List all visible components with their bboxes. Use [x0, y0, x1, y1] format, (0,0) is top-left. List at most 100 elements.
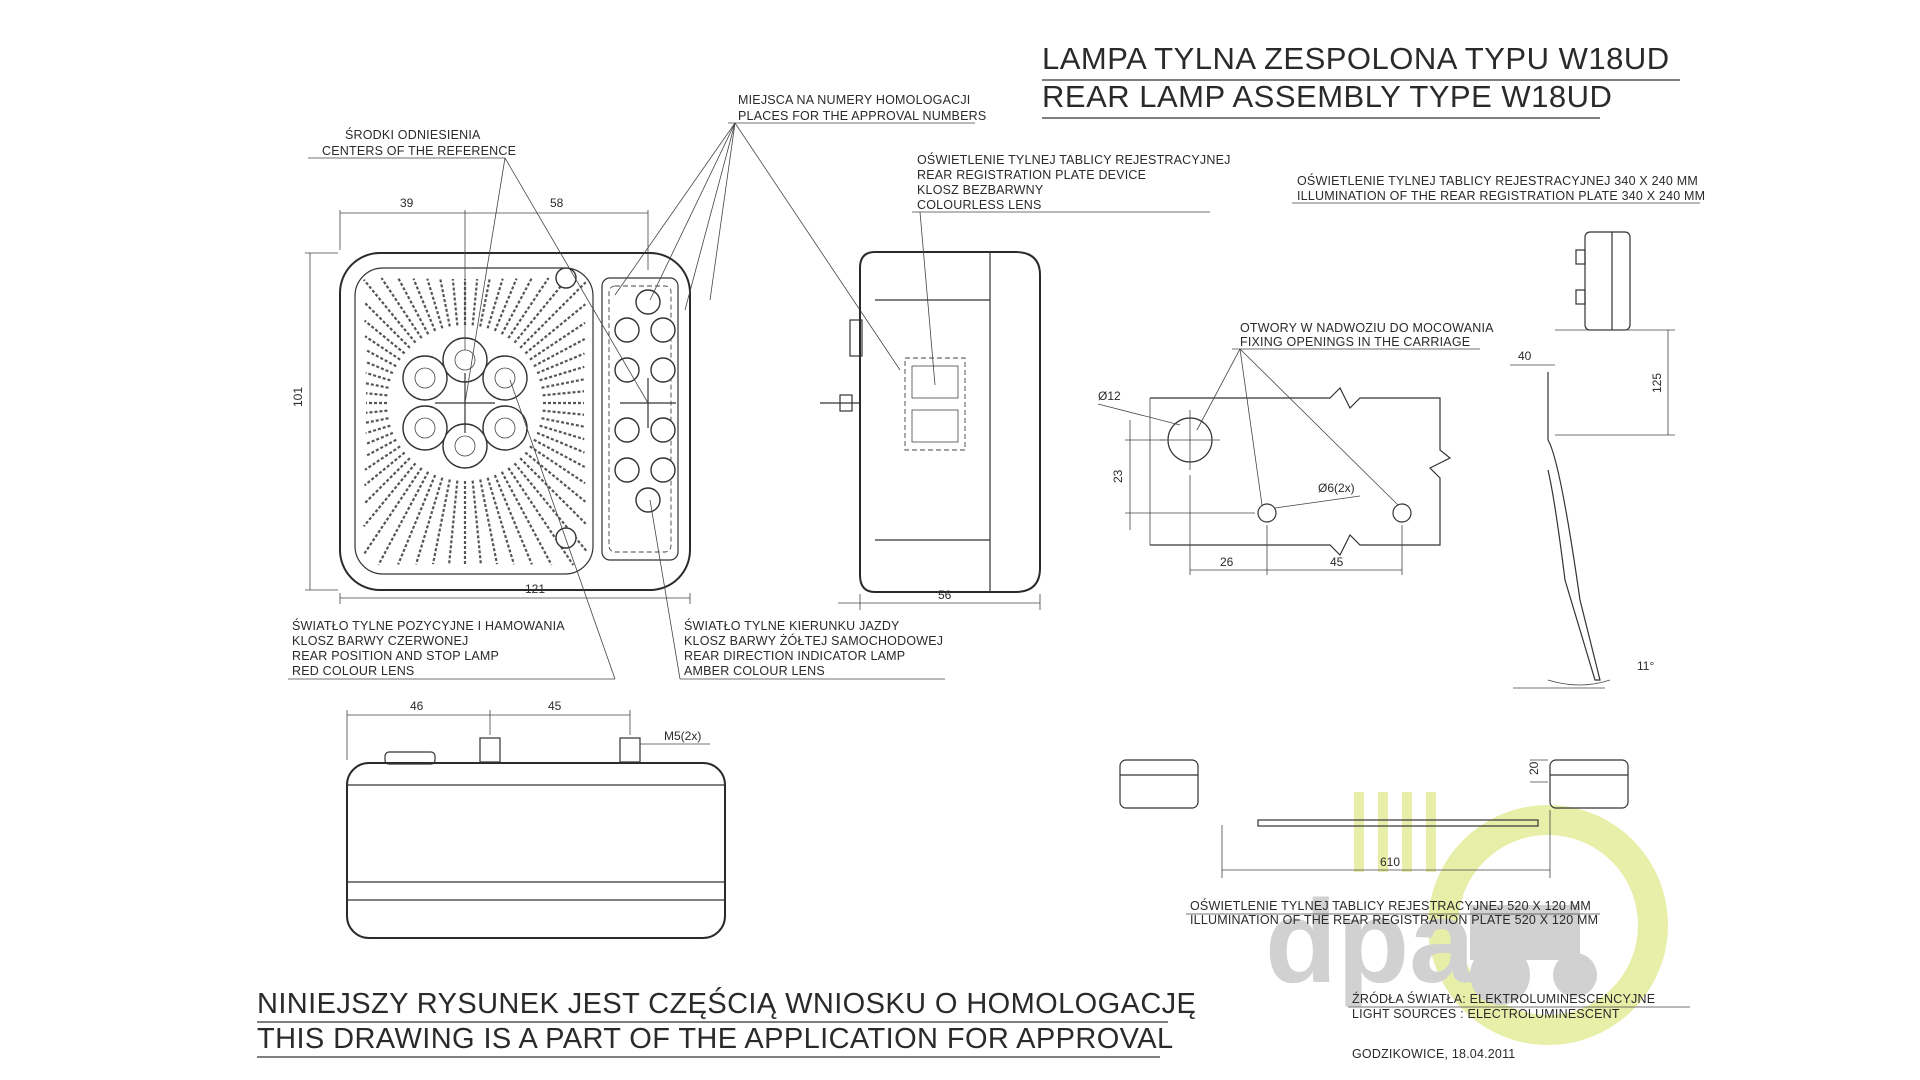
lamp-bottom-view: 46 45 M5(2x) — [346, 699, 726, 939]
position-lamp-label: ŚWIATŁO TYLNE POZYCYJNE I HAMOWANIA KLOS… — [288, 379, 616, 680]
lens-rib — [377, 471, 430, 566]
reference-label: ŚRODKI ODNIESIENIA CENTERS OF THE REFERE… — [308, 127, 649, 404]
lens-rib — [451, 278, 459, 326]
hole-phi6-left — [1257, 503, 1277, 523]
bolt-right-icon — [619, 737, 641, 763]
dim-phi12: Ø12 — [1098, 389, 1121, 403]
plate-device-label-4: COLOURLESS LENS — [917, 198, 1042, 212]
dim-23: 23 — [1111, 469, 1125, 483]
red-lens-ribs — [362, 276, 588, 566]
dim-45-fixing: 45 — [1330, 555, 1344, 569]
lens-rib — [500, 471, 553, 566]
side-housing-outline — [859, 251, 1041, 593]
lamp-front-view — [339, 252, 691, 591]
lens-rib — [541, 378, 585, 389]
lens-rib — [439, 278, 451, 327]
plate340-label-pl: OŚWIETLENIE TYLNEJ TABLICY REJESTRACYJNE… — [1297, 173, 1698, 188]
lens-rib — [536, 431, 585, 454]
side-clip — [849, 319, 863, 357]
lens-rib — [380, 277, 423, 339]
dim-46: 46 — [410, 699, 424, 713]
plate-device-window — [904, 357, 966, 451]
lens-rib — [486, 278, 504, 329]
lens-rib — [471, 480, 482, 565]
direction-lamp-label: ŚWIATŁO TYLNE KIERUNKU JAZDY KLOSZ BARWY… — [649, 499, 945, 680]
lens-rib — [364, 438, 397, 458]
lens-rib — [542, 390, 585, 397]
dim-40: 40 — [1518, 349, 1532, 363]
dim-125: 125 — [1650, 373, 1664, 393]
footer-block: NINIEJSZY RYSUNEK JEST CZĘŚCIĄ WNIOSKU O… — [257, 986, 1196, 1058]
carriage-panel-outline — [1150, 386, 1452, 557]
lens-rib — [362, 278, 417, 344]
dim-101: 101 — [291, 387, 305, 407]
fixing-openings-view: 26 45 23 Ø12 Ø6(2x) OTWORY W NADWOZIU DO… — [1097, 321, 1494, 575]
plate340-lamp — [1584, 231, 1631, 331]
position-label-2: KLOSZ BARWY CZERWONEJ — [292, 634, 468, 648]
footer-polish: NINIEJSZY RYSUNEK JEST CZĘŚCIĄ WNIOSKU O… — [257, 986, 1196, 1020]
lens-rib — [519, 281, 587, 349]
lens-rib — [364, 445, 401, 471]
lens-rib — [471, 278, 479, 326]
dim-121: 121 — [525, 582, 545, 596]
lens-rib — [519, 457, 587, 525]
red-led-2 — [482, 355, 528, 401]
dim-26: 26 — [1220, 555, 1234, 569]
lamp-side-view: 56 — [820, 251, 1041, 610]
plate-device-label-1: OŚWIETLENIE TYLNEJ TABLICY REJESTRACYJNE… — [917, 152, 1231, 167]
screw-bottom-icon — [555, 527, 577, 549]
lens-rib — [536, 352, 585, 375]
source-label-pl: ŹRÓDŁA ŚWIATŁA: ELEKTROLUMINESCENCYJNE — [1352, 991, 1655, 1006]
plate-device-label-2: REAR REGISTRATION PLATE DEVICE — [917, 168, 1146, 182]
lens-rib — [507, 277, 550, 339]
lens-rib — [362, 467, 423, 556]
watermark-gear-ring — [1428, 805, 1668, 1045]
hole-phi6-right — [1392, 503, 1412, 523]
lens-rib — [426, 278, 444, 329]
lens-rib — [533, 338, 586, 368]
red-lens-area — [354, 267, 594, 575]
direction-label-1: ŚWIATŁO TYLNE KIERUNKU JAZDY — [684, 618, 900, 633]
plate-device-label-3: KLOSZ BEZBARWNY — [917, 183, 1044, 197]
plate520-plate — [1257, 819, 1539, 827]
dim-610: 610 — [1380, 855, 1400, 869]
front-view-dimensions: 39 58 101 121 — [291, 196, 691, 604]
lens-rib — [363, 457, 411, 505]
lens-rib — [486, 477, 515, 565]
lens-rib — [524, 451, 587, 503]
lens-rib — [431, 479, 451, 565]
bottom-housing-outline — [346, 762, 726, 939]
source-block: ŹRÓDŁA ŚWIATŁA: ELEKTROLUMINESCENCYJNE L… — [1348, 991, 1690, 1061]
lens-rib — [541, 417, 585, 428]
lens-rib — [539, 424, 585, 441]
approval-label-en: PLACES FOR THE APPROVAL NUMBERS — [738, 109, 986, 123]
dim-m5: M5(2x) — [664, 729, 701, 743]
watermark-wheat-icon — [1354, 792, 1436, 872]
lens-rib — [539, 365, 585, 382]
title-polish: LAMPA TYLNA ZESPOLONA TYPU W18UD — [1042, 41, 1670, 76]
lens-rib — [500, 277, 533, 335]
amber-lens-inner — [608, 285, 672, 553]
reference-label-en: CENTERS OF THE REFERENCE — [322, 144, 516, 158]
direction-label-4: AMBER COLOUR LENS — [684, 664, 825, 678]
lens-rib — [415, 477, 444, 565]
fixing-label-en: FIXING OPENINGS IN THE CARRIAGE — [1240, 335, 1470, 349]
lens-rib — [524, 303, 587, 355]
plate520-label-pl: OŚWIETLENIE TYLNEJ TABLICY REJESTRACYJNE… — [1190, 898, 1591, 913]
lens-rib — [533, 438, 586, 468]
lens-rib — [365, 382, 389, 389]
red-led-5 — [402, 405, 448, 451]
lens-rib — [493, 474, 533, 565]
title-english: REAR LAMP ASSEMBLY TYPE W18UD — [1042, 79, 1612, 114]
lens-rib — [365, 371, 391, 382]
footer-english: THIS DRAWING IS A PART OF THE APPLICATIO… — [257, 1023, 1174, 1055]
lamp-housing-outline — [339, 252, 691, 591]
lens-rib — [363, 319, 406, 355]
red-led-6 — [402, 355, 448, 401]
amber-led-cluster — [614, 289, 676, 513]
lens-rib — [412, 278, 437, 332]
lens-rib — [513, 462, 588, 552]
direction-label-2: KLOSZ BARWY ŻÓŁTEJ SAMOCHODOWEJ — [684, 633, 943, 648]
lens-rib — [397, 277, 430, 335]
dim-58: 58 — [550, 196, 564, 210]
